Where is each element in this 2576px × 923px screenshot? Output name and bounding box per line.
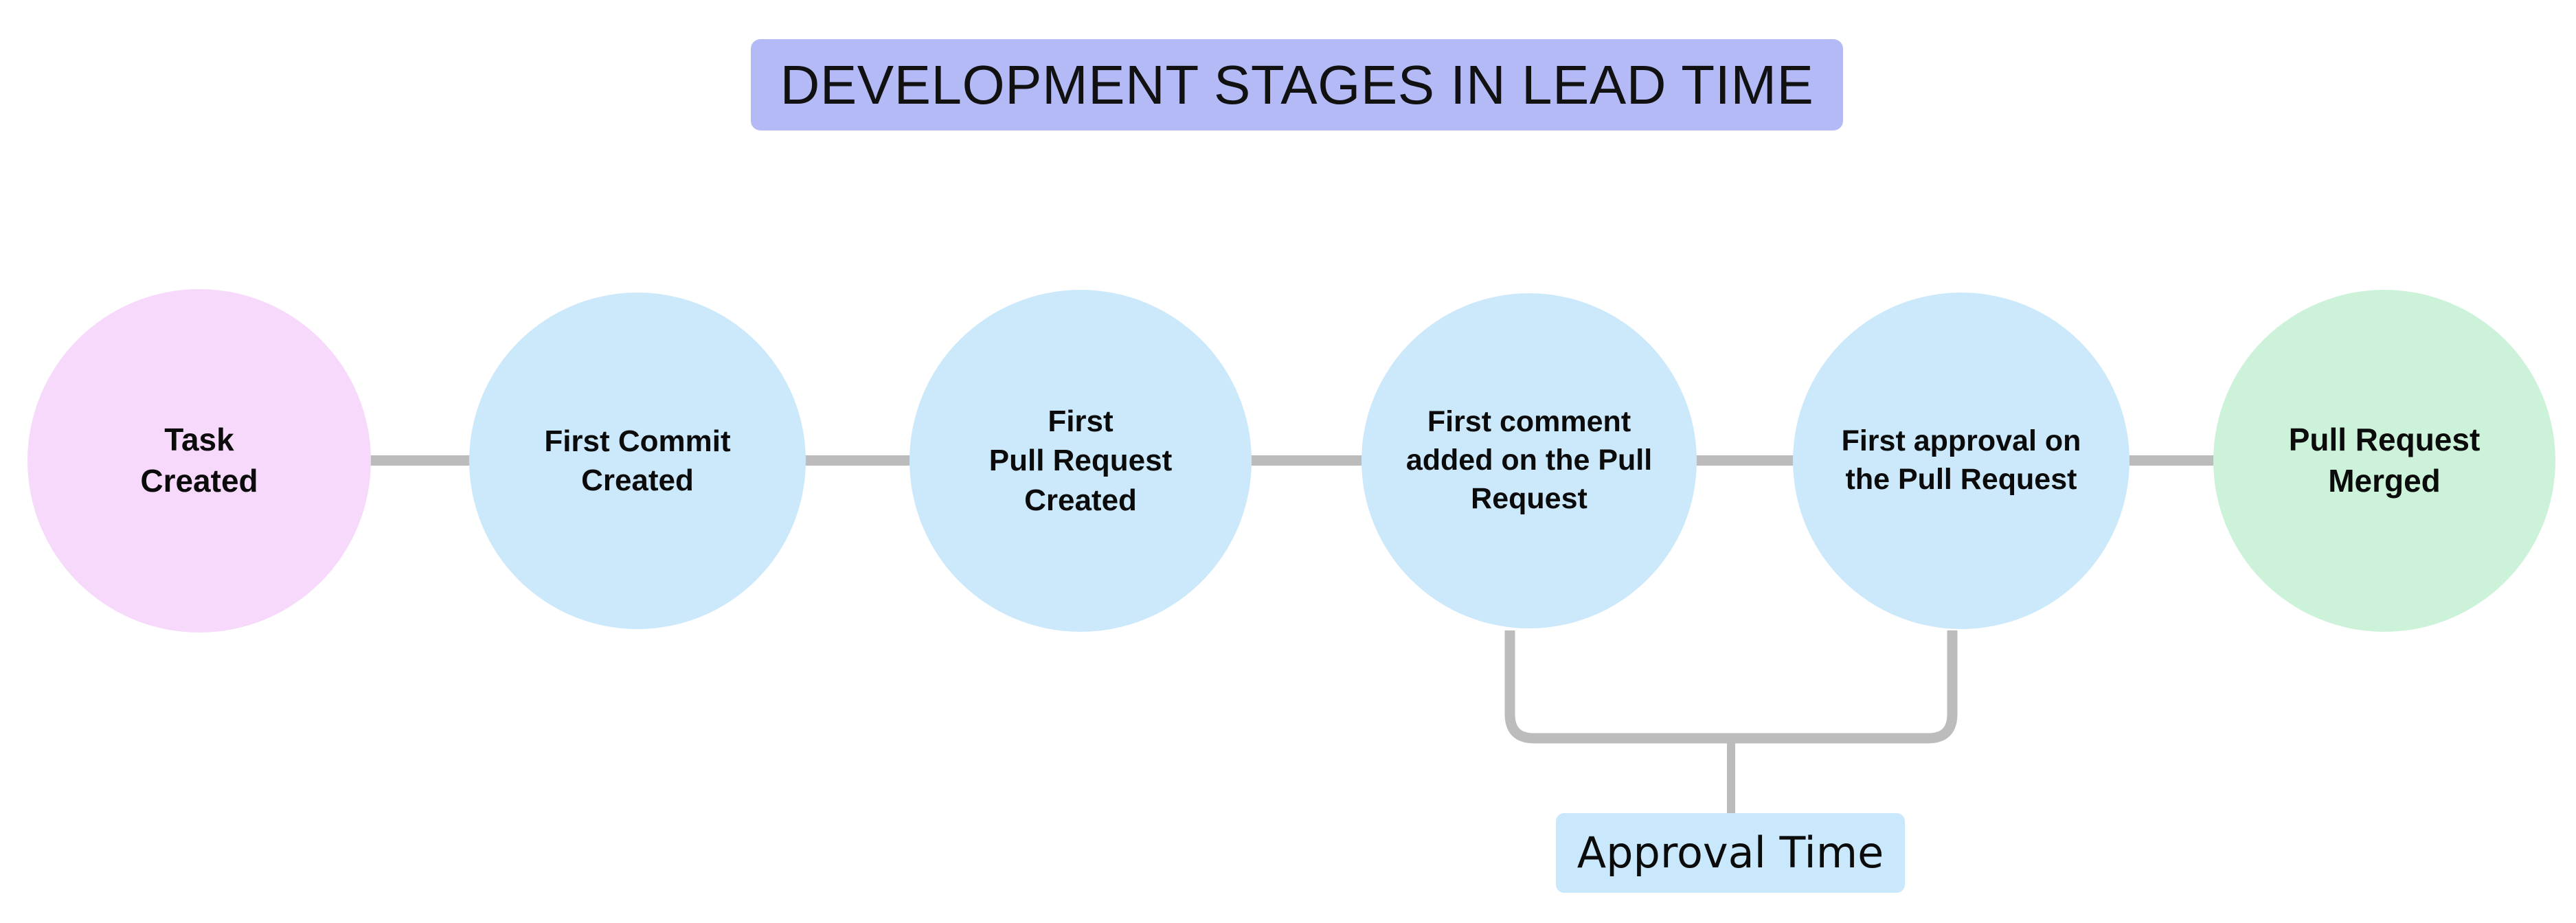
stage-label-first-commit-created: First Commit Created [544,424,731,497]
connector-rail-1 [357,455,484,466]
approval-time-bracket [1504,630,1958,816]
stage-label-first-comment-on-pull-request: First comment added on the Pull Request [1405,405,1653,515]
connector-rail-4 [1683,455,1808,466]
connector-rail-5 [2116,455,2229,466]
stage-label-first-approval-on-pull-request: First approval on the Pull Request [1841,424,2081,496]
stage-node-first-comment-on-pull-request[interactable]: First comment added on the Pull Request [1362,293,1697,628]
stage-node-task-created[interactable]: Task Created [27,289,371,633]
stage-label-pull-request-merged: Pull Request Merged [2288,422,2481,499]
page-title: DEVELOPMENT STAGES IN LEAD TIME [780,54,1814,115]
stage-node-pull-request-merged[interactable]: Pull Request Merged [2213,290,2555,632]
stage-node-first-pull-request-created[interactable]: First Pull Request Created [909,290,1252,632]
stage-node-first-commit-created[interactable]: First Commit Created [469,293,806,629]
stage-label-task-created: Task Created [140,422,258,499]
approval-time-badge[interactable]: Approval Time [1556,813,1905,893]
connector-rail-2 [791,455,925,466]
stage-label-first-pull-request-created: First Pull Request Created [988,404,1173,517]
approval-time-label: Approval Time [1577,828,1884,878]
connector-rail-3 [1236,455,1377,466]
page-title-badge: DEVELOPMENT STAGES IN LEAD TIME [751,39,1843,130]
stage-node-first-approval-on-pull-request[interactable]: First approval on the Pull Request [1793,293,2129,629]
